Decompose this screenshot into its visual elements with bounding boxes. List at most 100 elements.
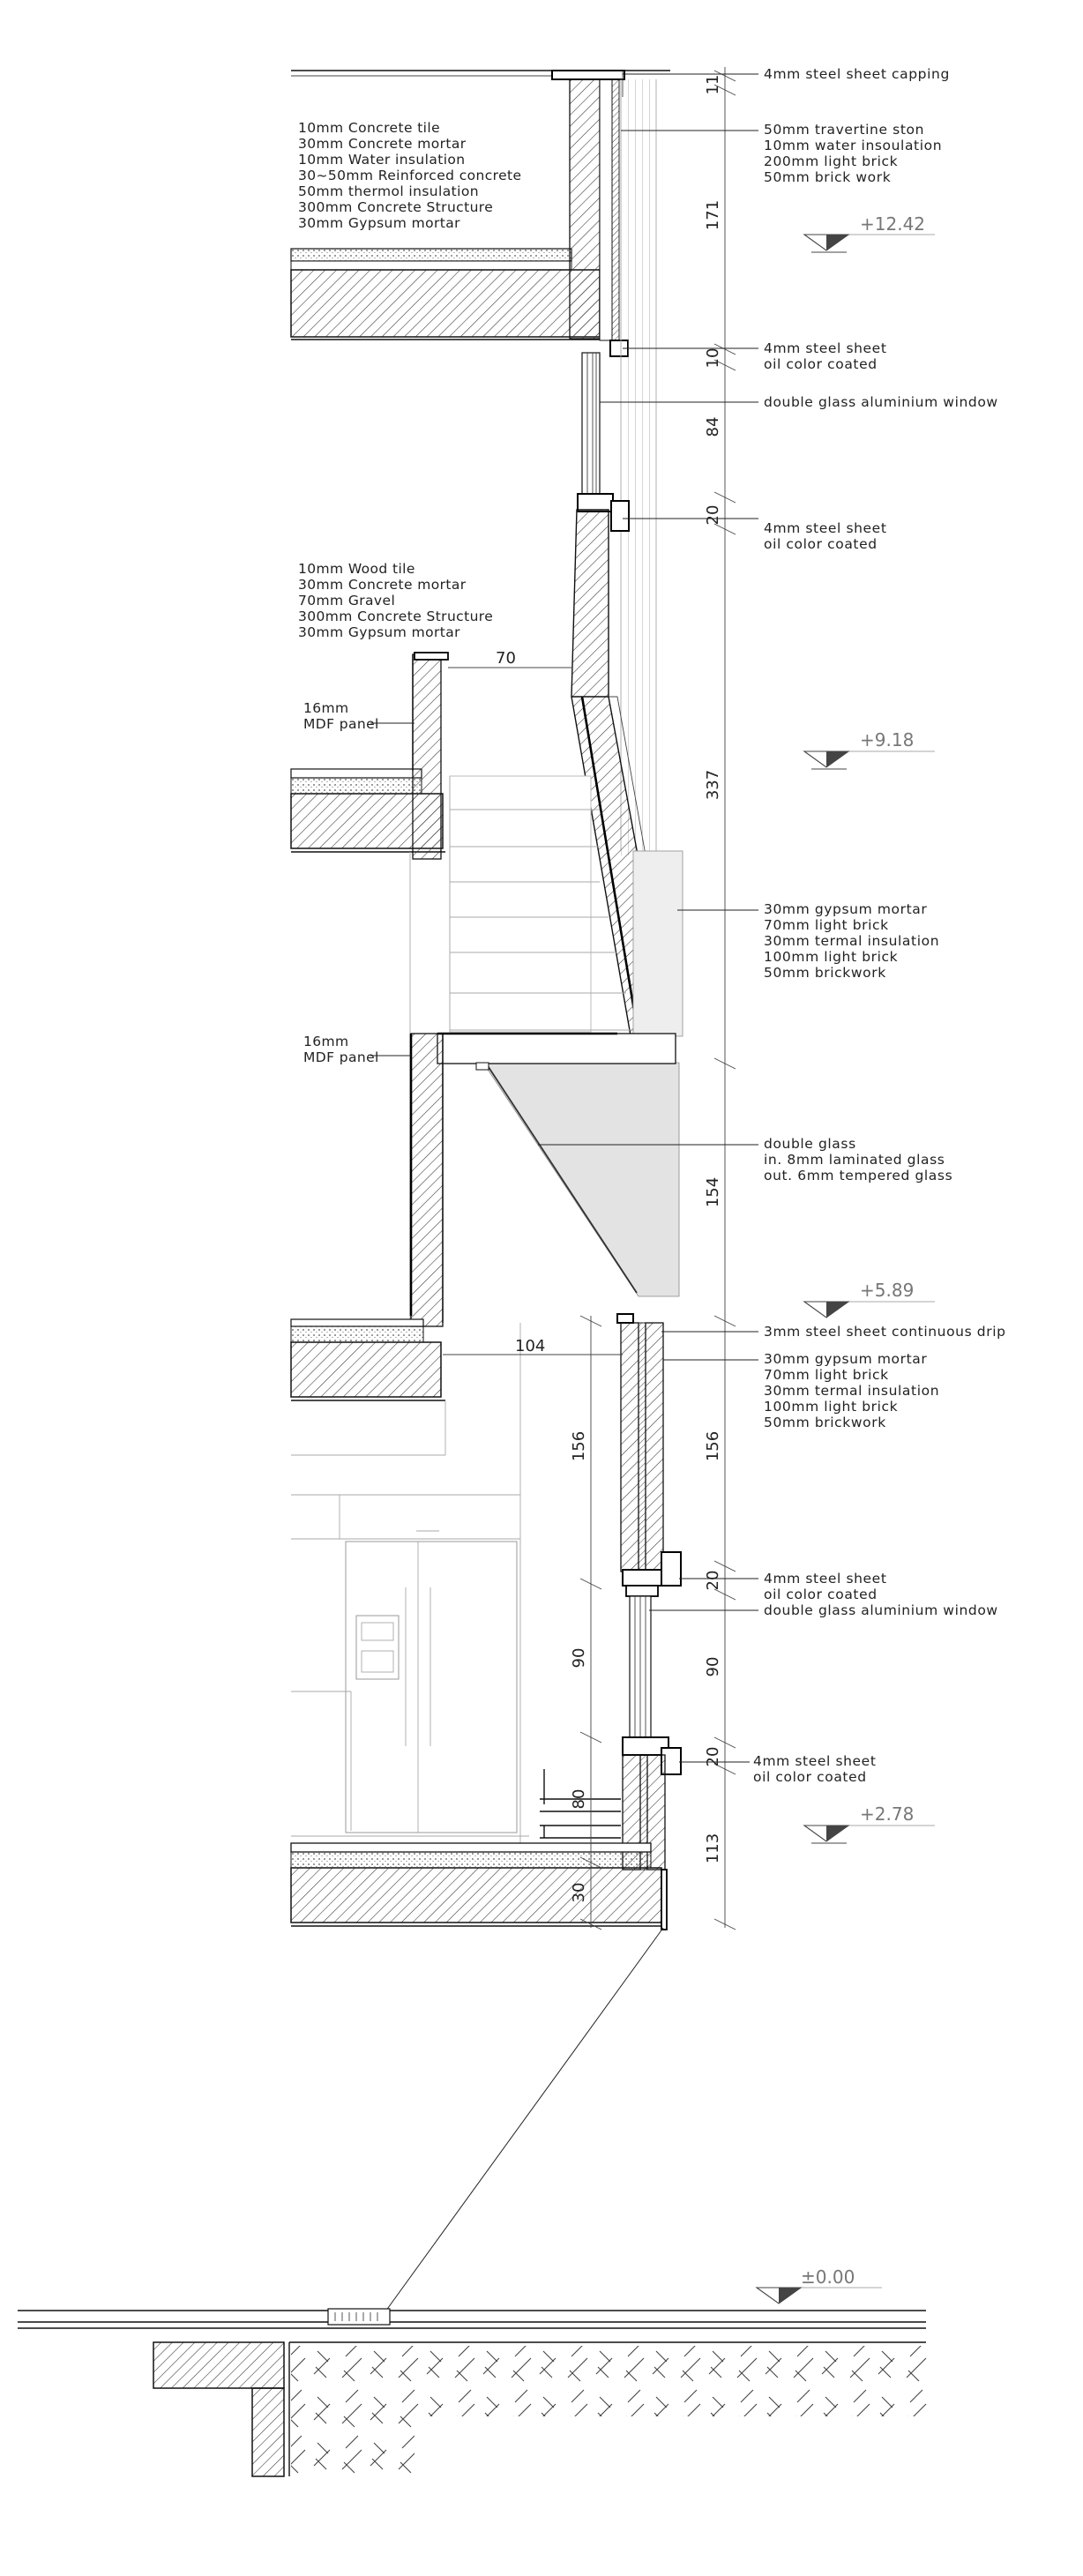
svg-text:16mm: 16mm [303, 700, 349, 716]
callout-steel-sheet-1: 4mm steel sheet oil color coated [764, 340, 887, 372]
roof-layer-notes: 10mm Concrete tile 30mm Concrete mortar … [298, 120, 521, 231]
floor-layer-1: 10mm Wood tile [298, 561, 415, 577]
callout-steel-sheet-2: 4mm steel sheet oil color coated [764, 520, 887, 552]
svg-text:in. 8mm laminated glass: in. 8mm laminated glass [764, 1152, 945, 1168]
callout-capping: 4mm steel sheet capping [764, 66, 950, 82]
svg-text:50mm travertine ston: 50mm travertine ston [764, 122, 924, 138]
callout-skylight-glass: double glass in. 8mm laminated glass out… [764, 1136, 952, 1183]
dim-10: 10 [704, 348, 722, 369]
roof-layer-7: 30mm Gypsum mortar [298, 215, 460, 231]
mdf-panel-upper [412, 652, 449, 860]
dim-horizontal-70: 70 [448, 649, 571, 668]
level-label-9-18: +9.18 [860, 729, 914, 750]
callout-window-2: double glass aluminium window [764, 1602, 998, 1618]
floor-layer-notes: 10mm Wood tile 30mm Concrete mortar 70mm… [298, 561, 493, 640]
dim-156: 156 [704, 1431, 722, 1461]
svg-text:70mm light brick: 70mm light brick [764, 917, 889, 933]
lower-wall [616, 1313, 682, 1597]
callout-steel-sheet-4: 4mm steel sheet oil color coated [753, 1753, 877, 1785]
callout-parapet-wall: 50mm travertine ston 10mm water insoulat… [764, 122, 942, 185]
floor-layer-5: 30mm Gypsum mortar [298, 624, 460, 640]
lower-floor-slab [290, 1318, 446, 1456]
level-marker-2-78: +2.78 [803, 1803, 935, 1844]
callout-steel-sheet-3: 4mm steel sheet oil color coated [764, 1571, 886, 1602]
svg-text:oil color coated: oil color coated [753, 1769, 867, 1785]
leader-lines [370, 73, 758, 1763]
svg-text:oil color coated: oil color coated [764, 1587, 878, 1602]
level-label-5-89: +5.89 [860, 1280, 914, 1301]
svg-text:50mm brick work: 50mm brick work [764, 169, 891, 185]
ground-section [18, 2308, 928, 2478]
dim-inner-90: 90 [570, 1648, 588, 1669]
dim-inner-80: 80 [570, 1789, 588, 1810]
window-1-frame [577, 352, 630, 532]
callout-window-1: double glass aluminium window [764, 394, 998, 410]
svg-text:50mm brickwork: 50mm brickwork [764, 965, 886, 981]
svg-text:30mm gypsum mortar: 30mm gypsum mortar [764, 901, 927, 917]
bottom-slab [290, 1842, 668, 1930]
level-marker-5-89: +5.89 [803, 1280, 935, 1318]
dim-337: 337 [704, 770, 722, 800]
svg-text:3mm steel sheet continuous: 3mm steel sheet continuous drip [764, 1324, 1006, 1340]
svg-text:oil color coated: oil color coated [764, 536, 878, 552]
level-marker-9-18: +9.18 [803, 729, 935, 770]
stair-treads [409, 775, 635, 1843]
svg-text:100mm light brick: 100mm light brick [764, 949, 898, 965]
svg-text:4mm steel sheet: 4mm steel sheet [764, 340, 887, 356]
dim-84: 84 [704, 417, 722, 437]
level-label-12-42: +12.42 [860, 213, 925, 235]
parapet-wall [551, 70, 629, 357]
level-marker-12-42: +12.42 [803, 213, 935, 253]
dim-inner-156: 156 [570, 1431, 588, 1461]
svg-text:104: 104 [515, 1337, 545, 1355]
lower-parapet [540, 1754, 666, 1870]
callout-slanted-wall: 30mm gypsum mortar 70mm light brick 30mm… [764, 901, 939, 981]
skylight [437, 1032, 680, 1297]
svg-text:50mm brickwork: 50mm brickwork [764, 1415, 886, 1430]
svg-text:double glass: double glass [764, 1136, 856, 1152]
svg-text:double glass aluminium wind: double glass aluminium window [764, 1602, 998, 1618]
svg-text:4mm steel sheet capping: 4mm steel sheet capping [764, 66, 950, 82]
floor-layer-3: 70mm Gravel [298, 593, 395, 609]
mdf-panel-lower [409, 1033, 444, 1327]
level-label-0-00: ±0.00 [801, 2266, 855, 2288]
dim-113: 113 [704, 1833, 722, 1863]
mdf-panel-note-lower: 16mm MDF panel [303, 1034, 379, 1065]
svg-text:MDF panel: MDF panel [303, 1049, 379, 1065]
svg-text:4mm steel sheet: 4mm steel sheet [753, 1753, 877, 1769]
facade-cladding [620, 79, 657, 855]
dim-11: 11 [704, 75, 722, 95]
svg-text:70: 70 [496, 649, 516, 668]
wall-infill-panel [632, 850, 683, 1037]
callout-drip: 3mm steel sheet continuous drip [764, 1324, 1006, 1340]
dim-20a: 20 [704, 505, 722, 526]
roof-layer-1: 10mm Concrete tile [298, 120, 440, 136]
roof-layer-2: 30mm Concrete mortar [298, 136, 467, 152]
svg-text:70mm light brick: 70mm light brick [764, 1367, 889, 1383]
svg-text:double glass aluminium wind: double glass aluminium window [764, 394, 998, 410]
svg-text:100mm light brick: 100mm light brick [764, 1399, 898, 1415]
floor-layer-2: 30mm Concrete mortar [298, 577, 467, 593]
level-label-2-78: +2.78 [860, 1803, 914, 1825]
svg-text:oil color coated: oil color coated [764, 356, 878, 372]
svg-text:30mm termal insulation: 30mm termal insulation [764, 1383, 939, 1399]
dimension-chain-right: 11 171 10 84 20 337 154 156 20 90 20 113 [704, 67, 736, 1930]
svg-text:30mm termal insulation: 30mm termal insulation [764, 933, 939, 949]
roof-layer-5: 50mm thermol insulation [298, 183, 479, 199]
svg-text:out. 6mm tempered glass: out. 6mm tempered glass [764, 1168, 952, 1183]
dim-20b: 20 [704, 1571, 722, 1591]
roof-layer-4: 30~50mm Reinforced concrete [298, 168, 521, 183]
detail-leader [380, 1927, 664, 2318]
dim-horizontal-104: 104 [443, 1337, 623, 1355]
roof-layer-6: 300mm Concrete Structure [298, 199, 493, 215]
dim-171: 171 [704, 200, 722, 230]
dim-20c: 20 [704, 1747, 722, 1767]
svg-text:200mm light brick: 200mm light brick [764, 153, 898, 169]
window-2-frame [622, 1595, 682, 1775]
svg-text:MDF panel: MDF panel [303, 716, 379, 732]
svg-text:30mm gypsum mortar: 30mm gypsum mortar [764, 1351, 927, 1367]
kitchen-elevation [291, 1494, 529, 1837]
dim-inner-30: 30 [570, 1883, 588, 1903]
svg-text:4mm steel sheet: 4mm steel sheet [764, 520, 887, 536]
